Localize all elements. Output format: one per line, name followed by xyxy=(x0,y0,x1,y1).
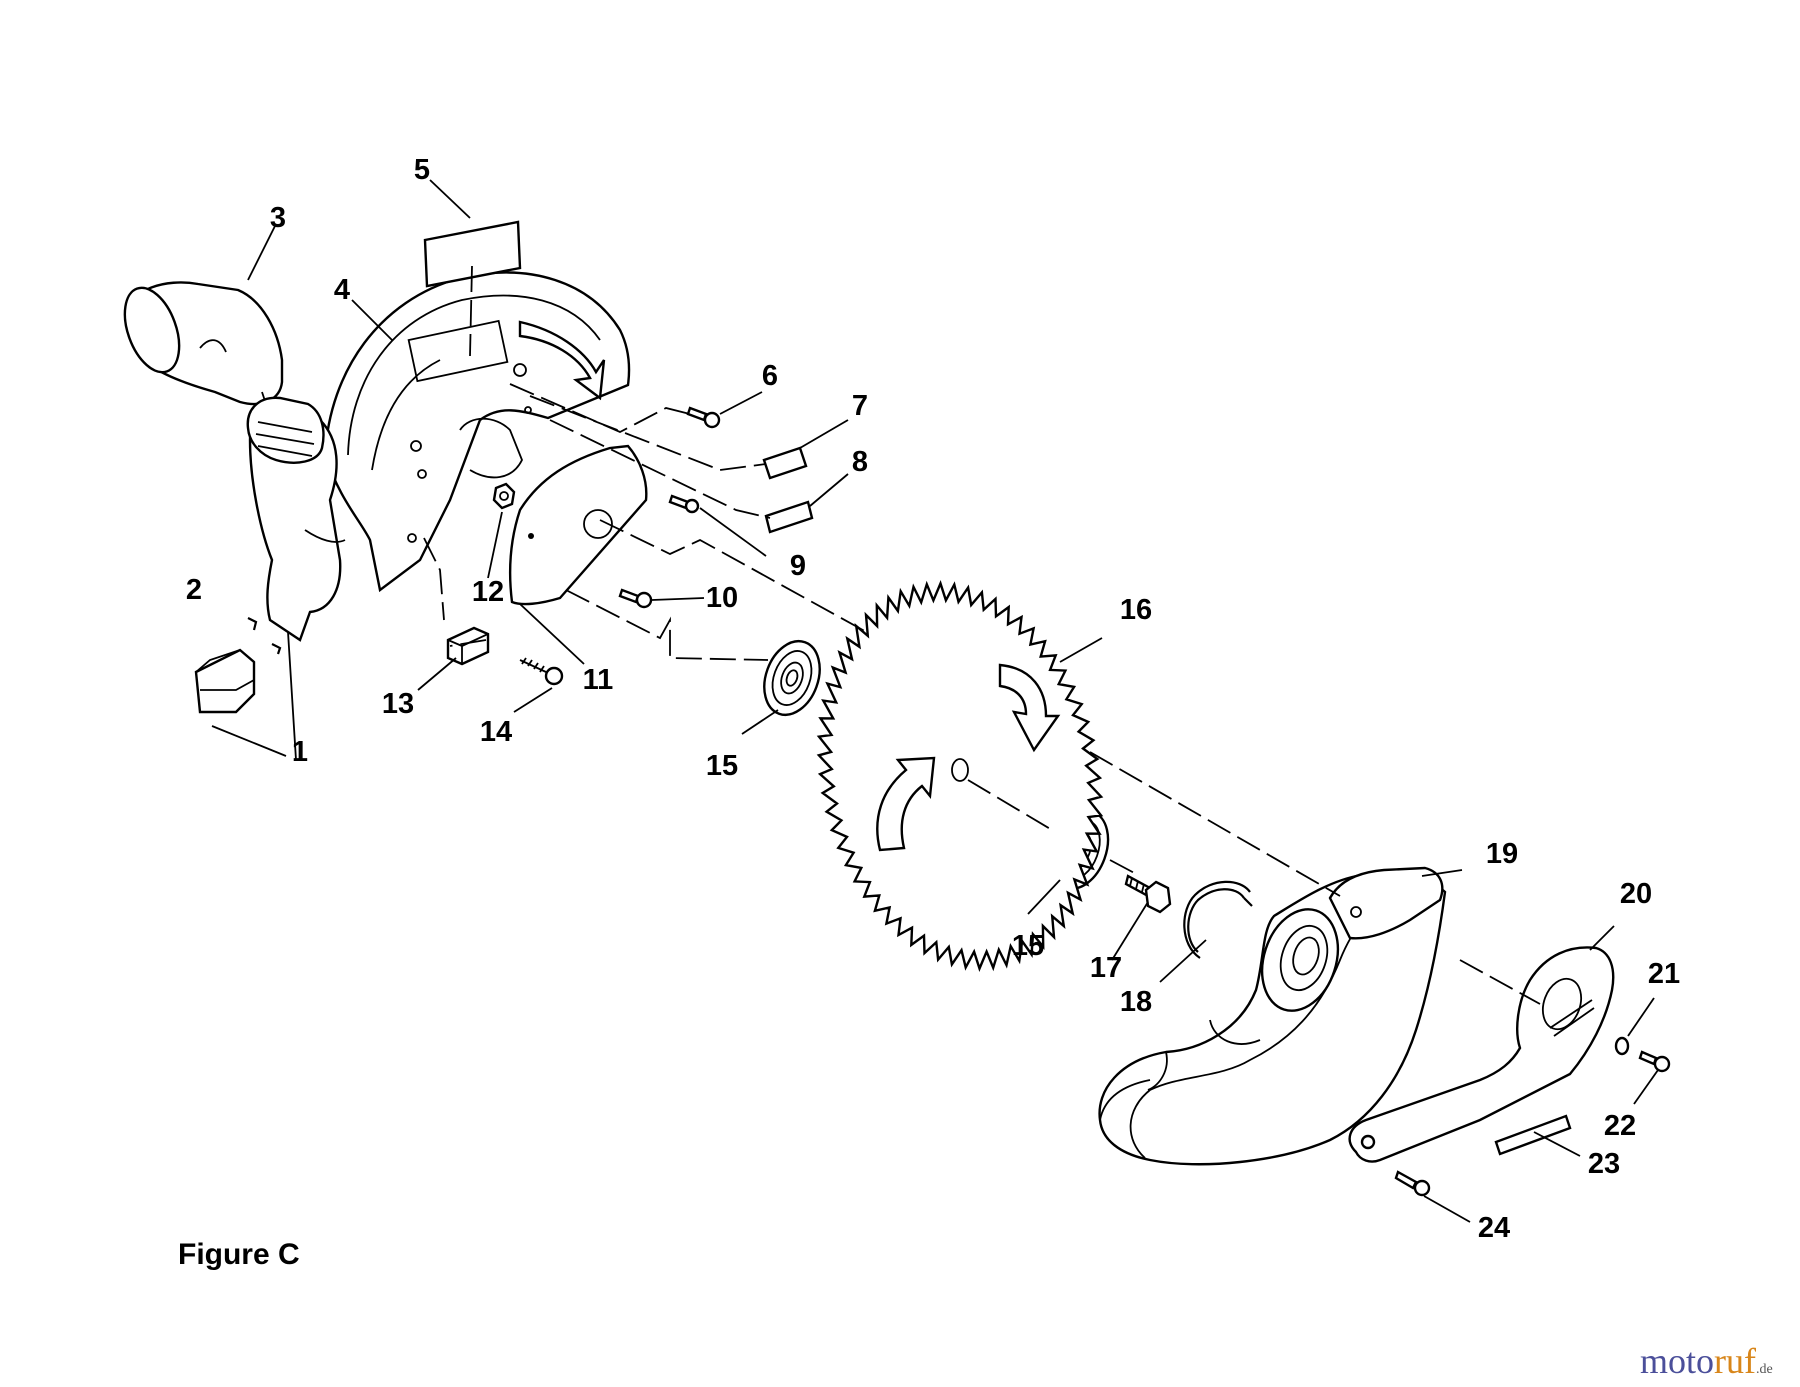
callout-20: 20 xyxy=(1620,878,1652,910)
callout-13: 13 xyxy=(382,688,414,720)
part-16-saw-blade xyxy=(816,580,1104,972)
callout-24: 24 xyxy=(1478,1212,1510,1244)
assembly-lines xyxy=(423,265,1541,1005)
part-22-screw xyxy=(1638,1050,1671,1073)
part-4-upper-guard xyxy=(246,271,631,642)
part-18-spring xyxy=(1183,880,1253,959)
part-20-link-arm xyxy=(1348,946,1615,1163)
callout-4: 4 xyxy=(334,274,350,306)
part-11-plate xyxy=(508,444,648,606)
callout-22: 22 xyxy=(1604,1110,1636,1142)
part-6-screw xyxy=(686,406,721,429)
callout-23: 23 xyxy=(1588,1148,1620,1180)
part-19-lower-guard xyxy=(1098,866,1447,1166)
callout-5: 5 xyxy=(414,154,430,186)
callout-9: 9 xyxy=(790,550,806,582)
callout-18: 18 xyxy=(1120,986,1152,1018)
callout-1: 1 xyxy=(292,736,308,768)
watermark-logo: motoruf.de xyxy=(1640,1340,1773,1382)
callout-15b: 15 xyxy=(1012,930,1044,962)
callout-15a: 15 xyxy=(706,750,738,782)
part-9-screw xyxy=(668,494,700,514)
part-24-screw xyxy=(1394,1170,1431,1197)
part-17-bolt xyxy=(1124,874,1172,914)
figure-caption: Figure C xyxy=(178,1238,300,1271)
callout-10: 10 xyxy=(706,582,738,614)
part-5-label xyxy=(423,220,522,288)
callout-14: 14 xyxy=(480,716,512,748)
watermark-part2: ruf xyxy=(1714,1341,1756,1381)
part-13-block xyxy=(446,626,490,666)
callout-7: 7 xyxy=(852,390,868,422)
callout-17: 17 xyxy=(1090,952,1122,984)
watermark-suffix: .de xyxy=(1756,1362,1773,1377)
callout-21: 21 xyxy=(1648,958,1680,990)
part-12-nut xyxy=(492,482,516,510)
watermark-part1: moto xyxy=(1640,1341,1715,1381)
callout-6: 6 xyxy=(762,360,778,392)
part-23-label xyxy=(1494,1114,1572,1156)
part-21-washer xyxy=(1614,1036,1630,1056)
callout-19: 19 xyxy=(1486,838,1518,870)
callout-16: 16 xyxy=(1120,594,1152,626)
callout-2: 2 xyxy=(186,574,202,606)
callout-3: 3 xyxy=(270,202,286,234)
part-15-washer-inner xyxy=(763,640,821,716)
part-14-screw xyxy=(519,657,564,686)
part-2-clip xyxy=(247,617,282,655)
part-10-screw xyxy=(618,588,653,609)
part-7-label xyxy=(762,446,808,480)
part-1-bracket xyxy=(194,648,256,714)
part-3-elbow xyxy=(123,281,284,411)
leader-lines xyxy=(211,179,1659,1223)
callout-labels: 1 2 3 4 5 6 7 8 9 10 11 12 13 14 15 15 1… xyxy=(186,154,1680,1244)
callout-8: 8 xyxy=(852,446,868,478)
callout-12: 12 xyxy=(472,576,504,608)
part-8-label xyxy=(764,500,814,534)
callout-11: 11 xyxy=(583,664,614,696)
